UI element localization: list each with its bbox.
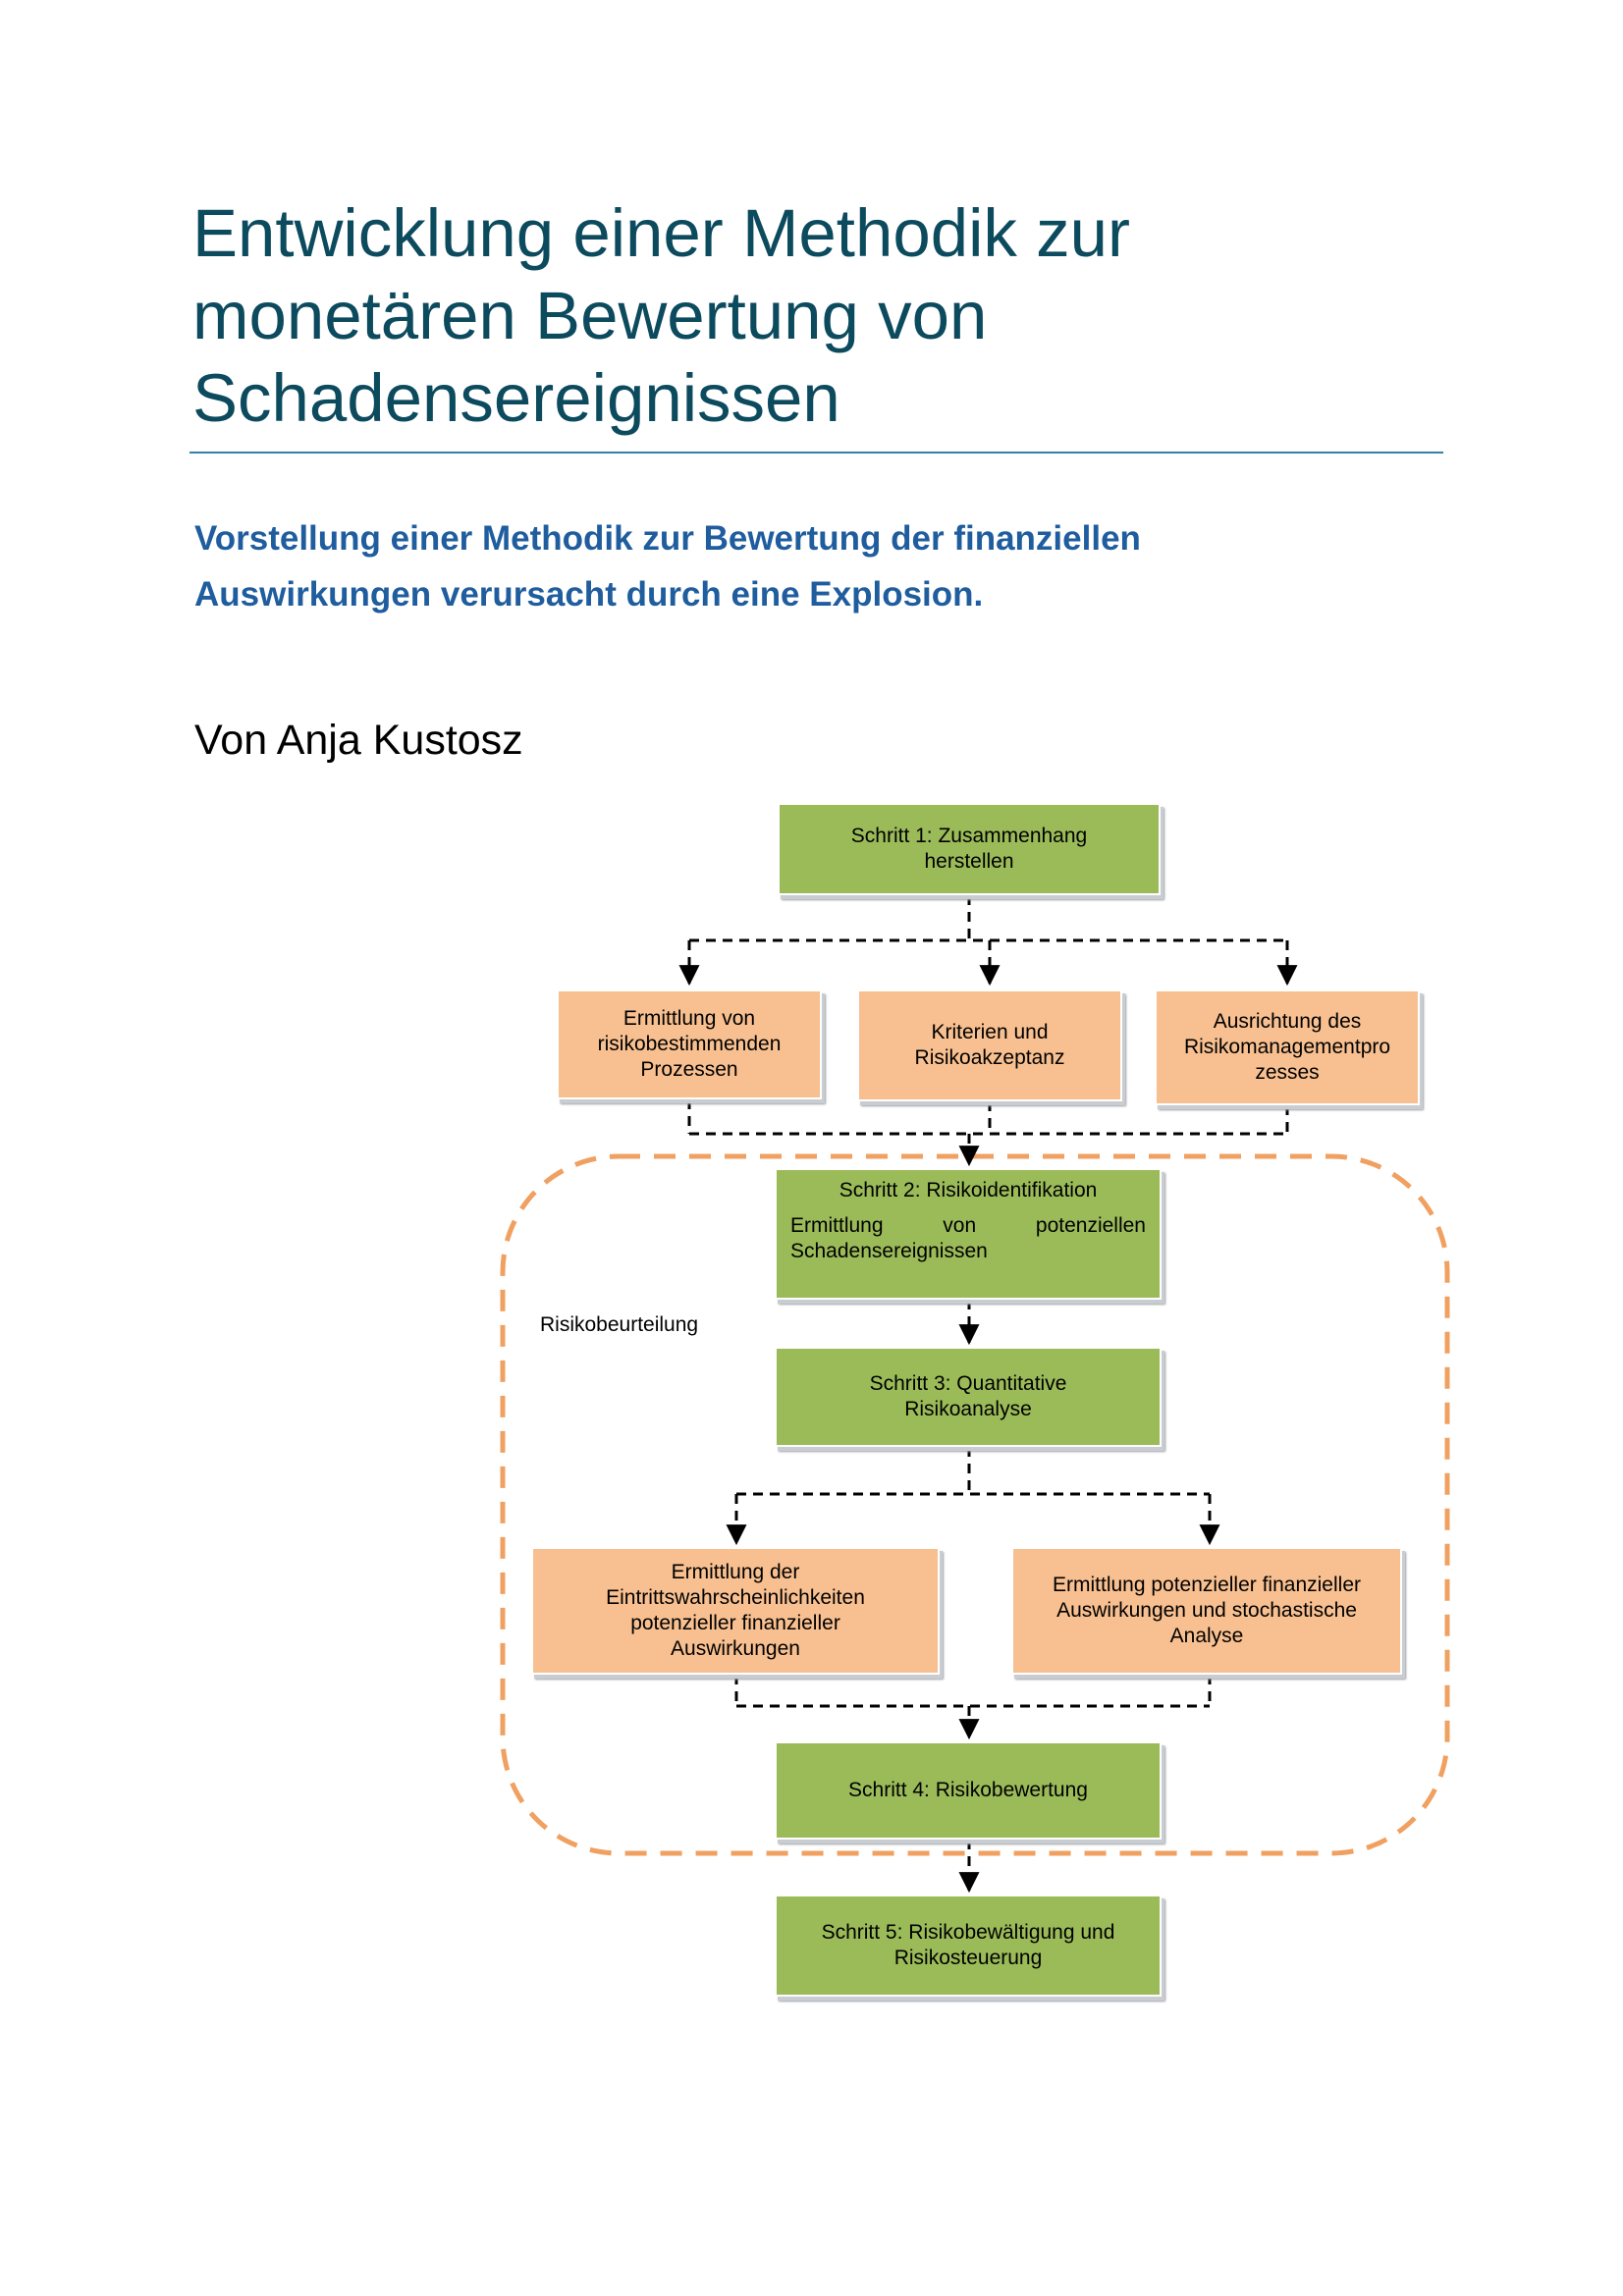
document-title: Entwicklung einer Methodik zur monetären… bbox=[192, 192, 1469, 440]
sub-box-criteria: Kriterien und Risikoakzeptanz bbox=[857, 989, 1122, 1101]
box-line: Risikosteuerung bbox=[893, 1947, 1043, 1969]
box-line: Risikomanagementpro bbox=[1183, 1036, 1391, 1058]
title-line: monetären Bewertung von bbox=[192, 278, 988, 353]
box-line: Eintrittswahrscheinlichkeiten bbox=[606, 1586, 865, 1609]
box-line: Ermittlung von potenziellen bbox=[790, 1214, 1146, 1237]
box-line: Schadensereignissen bbox=[790, 1240, 988, 1262]
title-divider bbox=[189, 452, 1443, 454]
box-line: Ermittlung der bbox=[671, 1561, 800, 1583]
subtitle-line: Auswirkungen verursacht durch eine Explo… bbox=[194, 575, 984, 614]
title-line: Entwicklung einer Methodik zur bbox=[192, 195, 1130, 271]
step5-box: Schritt 5: Risikobewältigung und Risikos… bbox=[775, 1895, 1162, 1997]
box-line: Ausrichtung des bbox=[1213, 1010, 1362, 1033]
title-line: Schadensereignissen bbox=[192, 360, 840, 436]
step1-box: Schritt 1: Zusammenhang herstellen bbox=[778, 803, 1161, 895]
box-line: Schritt 3: Quantitative bbox=[869, 1372, 1067, 1395]
box-line: Ermittlung von bbox=[622, 1007, 756, 1030]
box-heading: Schritt 2: Risikoidentifikation bbox=[839, 1179, 1098, 1201]
sub-box-processes: Ermittlung von risikobestimmenden Prozes… bbox=[557, 989, 822, 1099]
zone-label: Risikobeurteilung bbox=[540, 1313, 699, 1336]
step2-box: Schritt 2: Risikoidentifikation Ermittlu… bbox=[775, 1168, 1162, 1300]
subtitle-line: Vorstellung einer Methodik zur Bewertung… bbox=[194, 519, 1141, 558]
box-line: Risikoakzeptanz bbox=[914, 1046, 1065, 1069]
box-line: Kriterien und bbox=[931, 1021, 1049, 1043]
box-line: Schritt 1: Zusammenhang bbox=[850, 825, 1088, 847]
step3-box: Schritt 3: Quantitative Risikoanalyse bbox=[775, 1347, 1162, 1447]
box-line: Schritt 5: Risikobewältigung und bbox=[821, 1921, 1115, 1944]
sub-box-alignment: Ausrichtung des Risikomanagementpro zess… bbox=[1155, 989, 1420, 1105]
box-line: herstellen bbox=[924, 850, 1014, 873]
box-line: potenzieller finanzieller bbox=[630, 1612, 840, 1634]
box-line: Ermittlung potenzieller finanzieller bbox=[1053, 1574, 1361, 1596]
box-line: Schritt 4: Risikobewertung bbox=[848, 1779, 1088, 1801]
box-line: Auswirkungen bbox=[671, 1637, 800, 1660]
box-line: Auswirkungen und stochastische bbox=[1056, 1599, 1357, 1622]
box-line: Prozessen bbox=[640, 1058, 738, 1081]
sub-box-probabilities: Ermittlung der Eintrittswahrscheinlichke… bbox=[531, 1547, 940, 1675]
author-line: Von Anja Kustosz bbox=[194, 717, 523, 764]
document-subtitle: Vorstellung einer Methodik zur Bewertung… bbox=[194, 510, 1422, 622]
box-line: Analyse bbox=[1169, 1625, 1244, 1647]
box-line: zesses bbox=[1255, 1061, 1320, 1084]
box-line: Risikoanalyse bbox=[904, 1398, 1032, 1420]
box-line: risikobestimmenden bbox=[597, 1033, 782, 1055]
step4-box: Schritt 4: Risikobewertung bbox=[775, 1741, 1162, 1840]
sub-box-stochastic: Ermittlung potenzieller finanzieller Aus… bbox=[1011, 1547, 1402, 1675]
